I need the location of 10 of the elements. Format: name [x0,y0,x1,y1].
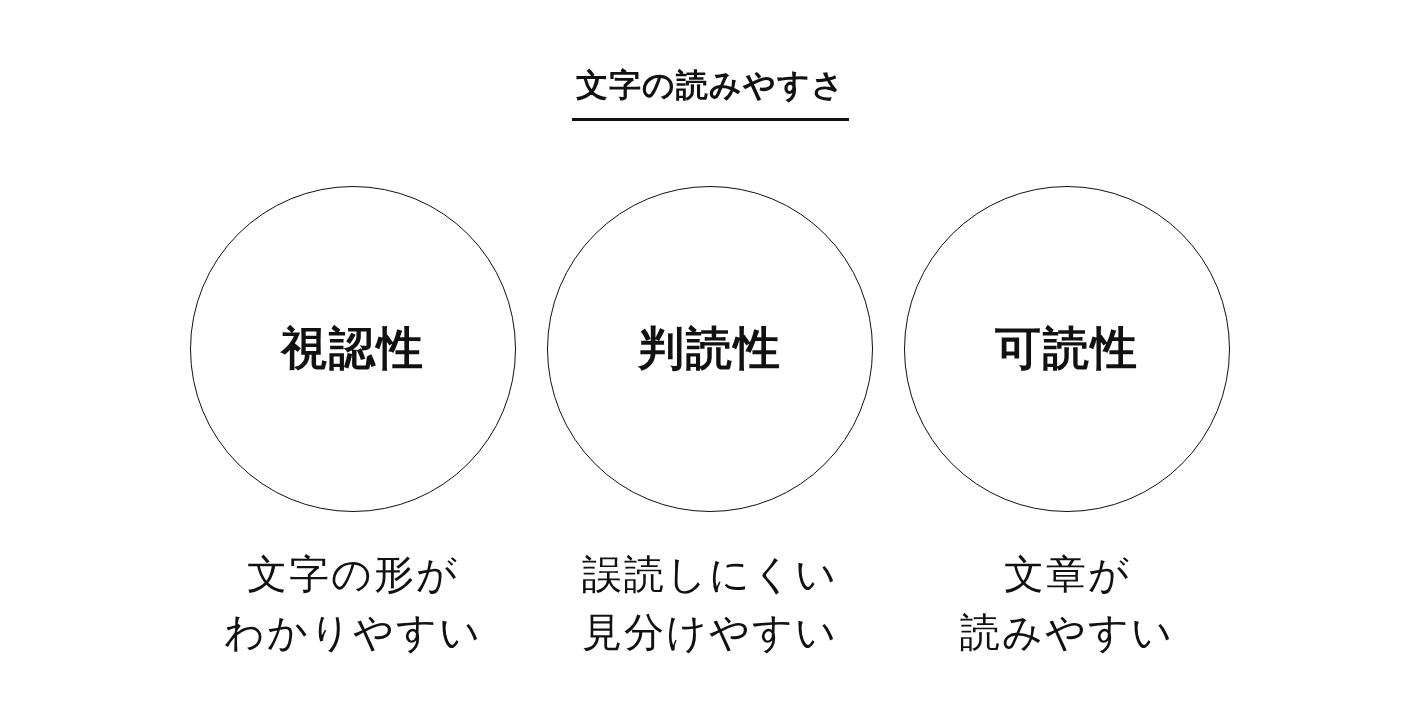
underlined-title: 文字の読みやすさ [571,64,849,121]
caption-line: わかりやすい [223,608,483,657]
caption-line: 文章が [1002,550,1132,599]
caption-line: 読みやすい [959,608,1175,657]
circle-label: 判読性 [638,320,782,377]
caption-line: 誤読しにくい [581,550,839,599]
circle-label: 視認性 [281,320,425,377]
caption-line: 見分けやすい [581,608,839,657]
circle-label: 可読性 [995,320,1139,377]
caption-line: 文字の形が [246,550,460,599]
